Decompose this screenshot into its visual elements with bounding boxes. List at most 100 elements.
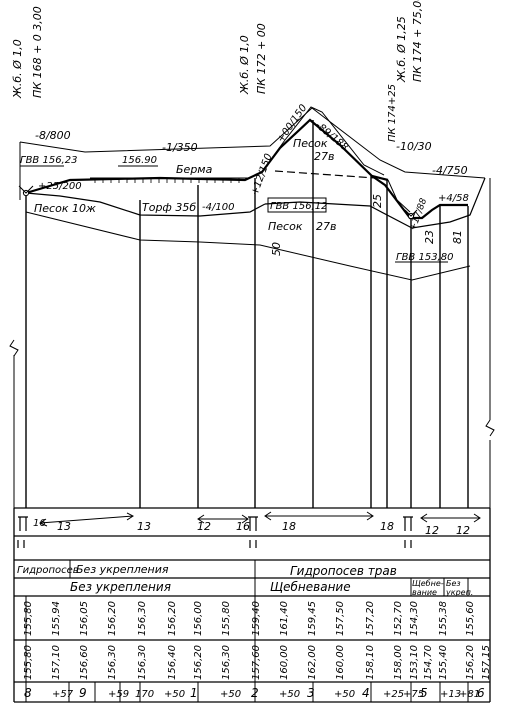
gvv-left-label: ГВВ 156,23 <box>20 155 77 166</box>
ground-mark-value: 155,40 <box>438 645 449 680</box>
spacing-13a: 13 <box>57 520 71 533</box>
arrowhead <box>197 514 205 524</box>
soil-sand-peak: Песок <box>293 137 328 150</box>
berm-label: Берма <box>176 163 213 176</box>
design-mark-value: 155,80 <box>221 601 232 636</box>
ground-mark-value: 155,80 <box>23 645 34 680</box>
value-81: 81 <box>451 230 464 244</box>
ground-mark-value: 156,40 <box>167 645 178 680</box>
arrowhead <box>264 511 272 521</box>
culvert-symbol-mid <box>248 516 258 548</box>
cover-row-b-r1b: вание <box>412 588 437 597</box>
soil-peat: Торф 35б <box>142 201 196 214</box>
culvert-station: ПК 174 + 75,00 <box>411 0 424 82</box>
design-mark-value: 156,05 <box>79 601 90 636</box>
gradient-right-b: -4/750 <box>432 164 468 177</box>
ground-mark-value: 154,70 <box>423 645 434 680</box>
ground-mark-value: 156,20 <box>465 645 476 680</box>
ground-mark-value: 157,15 <box>481 645 492 680</box>
profile-table <box>13 507 491 703</box>
spacing-12a: 12 <box>197 520 211 533</box>
design-mark-value: 157,20 <box>365 601 376 636</box>
culvert-station: ПК 168 + 0 3,00 <box>31 6 44 98</box>
picket-label: 6 <box>477 686 485 700</box>
profile-labels: -8/800 -1/350 -10/30 -4/750 ГВВ 156,23 1… <box>20 103 469 263</box>
picket-label: +50 <box>334 689 355 700</box>
culvert-type: Ж.б. Ø 1,0 <box>11 39 24 99</box>
design-mark-value: 156,30 <box>137 601 148 636</box>
soil-sand-mid-val: 27в <box>316 220 336 233</box>
design-mark-value: 155,94 <box>51 601 62 636</box>
arrowhead <box>126 512 134 521</box>
ground-mark-value: 153,10 <box>409 645 420 680</box>
picket-label: +50 <box>164 689 185 700</box>
gradient-plus4-58: +4/58 <box>438 193 469 204</box>
ground-mark-value: 162,00 <box>307 645 318 680</box>
gvv-mid-label: ГВВ 156,12 <box>270 201 327 212</box>
picket-label: +50 <box>279 689 300 700</box>
design-mark-value: 154,30 <box>409 601 420 636</box>
cover-row-a-mid: Без укрепления <box>76 563 169 576</box>
soil-sand-left: Песок 10ж <box>34 202 96 215</box>
peak-outline <box>261 106 385 176</box>
culvert-header-left: Ж.б. Ø 1,0 ПК 168 + 0 3,00 <box>11 6 44 99</box>
gradient-minus4-100: -4/100 <box>202 202 234 213</box>
picket-label: +57 <box>52 689 74 700</box>
picket-label: +13 <box>440 689 461 700</box>
culvert-type: Ж.б. Ø 1,25 <box>395 16 408 83</box>
culvert-symbol-right <box>403 516 413 548</box>
design-mark-value: 155,60 <box>465 601 476 636</box>
cover-row-b-left: Без укрепления <box>70 580 171 594</box>
value-50: 50 <box>270 242 283 256</box>
table-texts: 16 13 13 12 16 18 18 12 12 Гидропосев Бе… <box>17 518 473 597</box>
culvert-type: Ж.б. Ø 1,0 <box>238 35 251 95</box>
picket-label: 3 <box>307 686 315 700</box>
ground-mark-value: 157,60 <box>251 645 262 680</box>
culvert-symbols <box>17 516 413 548</box>
cover-row-b-r1a: Щебне- <box>412 579 444 588</box>
spacing-13b: 13 <box>137 520 151 533</box>
picket-label: +81 <box>459 689 480 700</box>
spacing-16a: 16 <box>33 518 46 529</box>
spacing-arrow <box>39 515 134 524</box>
picket-label: 4 <box>362 686 370 700</box>
gradient-plus12-150: +12/150 <box>249 152 274 197</box>
spacing-12c: 12 <box>456 524 470 537</box>
spacing-arrows <box>38 511 481 527</box>
cover-row-b-r2b: укреп. <box>445 588 473 597</box>
cover-row-a-right: Гидропосев трав <box>290 564 397 578</box>
picket-label: 8 <box>24 686 32 700</box>
soil-sand-mid: Песок <box>268 220 303 233</box>
ground-mark-value: 158,10 <box>365 645 376 680</box>
design-mark-value: 156,20 <box>167 601 178 636</box>
ground-mark-value: 156,30 <box>137 645 148 680</box>
cover-row-a-left: Гидропосев <box>17 565 79 576</box>
arrowhead <box>420 513 428 523</box>
design-mark-value: 155,80 <box>23 601 34 636</box>
ground-line-right <box>264 177 486 229</box>
picket-label: 170 <box>135 689 154 700</box>
design-mark-value: 157,50 <box>335 601 346 636</box>
gvv-right-label: ГВВ 153,80 <box>396 252 453 263</box>
break-mark-right <box>485 419 495 437</box>
arrowhead <box>241 514 249 524</box>
value-25: 25 <box>371 194 384 208</box>
gvv-right-flag <box>404 209 418 217</box>
right-ditch-line <box>387 179 411 213</box>
station-174-25: ПК 174+25 <box>387 84 398 142</box>
arrowhead <box>473 513 481 523</box>
design-mark-value: 156,20 <box>107 601 118 636</box>
gradient-right-a: -10/30 <box>396 140 432 153</box>
berm-ticks <box>94 178 240 183</box>
soil-sand-peak-val: 27в <box>314 150 334 163</box>
ground-mark-value: 156,20 <box>193 645 204 680</box>
picket-label: +75 <box>403 689 424 700</box>
spacing-18b: 18 <box>380 520 394 533</box>
dashed-transition <box>274 170 376 179</box>
ground-mark-value: 160,00 <box>279 645 290 680</box>
